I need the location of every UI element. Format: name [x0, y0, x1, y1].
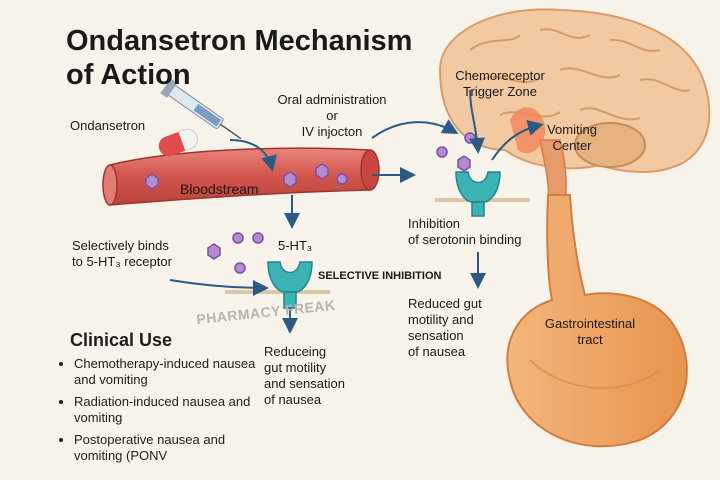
label-gi-line-2: tract	[577, 332, 603, 347]
clinical-use-item: Postoperative nausea and vomiting (PONV	[74, 432, 274, 464]
title-line-1: Ondansetron Mechanism	[66, 25, 413, 57]
label-binds-line-2: to 5-HT₃ receptor	[72, 254, 172, 269]
label-vomiting-line-2: Center	[552, 138, 592, 153]
label-administration-line-3: IV injocton	[301, 124, 363, 139]
label-reduceing-line-1: Reduceing	[264, 344, 327, 359]
flow-arrows	[169, 89, 544, 334]
label-reduced-line-4: of nausea	[408, 344, 466, 359]
clinical-use-item: Chemotherapy-induced nausea and vomiting	[74, 356, 274, 388]
label-inhibition-line-2: of serotonin binding	[408, 232, 522, 247]
label-selective-inhibition: SELECTIVE INHIBITION	[318, 270, 442, 282]
label-ondansetron: Ondansetron	[70, 118, 146, 133]
label-administration-line-2: or	[326, 108, 338, 123]
title-line-2: of Action	[66, 59, 191, 91]
label-gi-tract: Gastrointestinal tract	[530, 316, 650, 348]
label-binds-line-1: Selectively binds	[72, 238, 169, 253]
label-administration-line-1: Oral administration	[277, 92, 387, 107]
label-vomiting-line-1: Vomiting	[547, 122, 597, 137]
label-ctz: Chemoreceptor Trigger Zone	[440, 68, 560, 100]
label-reduceing-line-2: gut motility	[264, 360, 327, 375]
receptor-5ht3-gut	[225, 261, 330, 309]
label-inhibition: Inhibition of serotonin binding	[408, 216, 521, 248]
label-reduced-line-1: Reduced gut	[408, 296, 482, 311]
label-reduced-line-3: sensation	[408, 328, 464, 343]
clinical-use-title: Clinical Use	[70, 330, 173, 350]
label-ctz-line-2: Trigger Zone	[463, 84, 537, 99]
clinical-use-item: Radiation-induced nausea and vomiting	[74, 394, 274, 426]
label-reduceing-gut: Reduceing gut motility and sensation of …	[264, 344, 345, 408]
clinical-use-list: Chemotherapy-induced nausea and vomiting…	[58, 356, 274, 470]
pill-capsule	[158, 128, 199, 157]
label-5ht3: 5-HT₃	[278, 238, 313, 253]
label-reduceing-line-3: and sensation	[264, 376, 345, 391]
ondansetron-molecules	[145, 163, 329, 190]
gi-tract-illustration	[506, 194, 688, 448]
page-title: Ondansetron Mechanism of Action	[66, 24, 412, 92]
label-reduceing-line-4: of nausea	[264, 392, 322, 407]
label-vomiting-center: Vomiting Center	[532, 122, 612, 154]
label-reduced-gut: Reduced gut motility and sensation of na…	[408, 296, 482, 360]
receptor-5ht3-ctz	[435, 171, 530, 217]
label-gi-line-1: Gastrointestinal	[544, 316, 636, 331]
brain-illustration	[438, 8, 711, 201]
blood-vessel	[102, 147, 380, 206]
label-ctz-line-1: Chemoreceptor	[455, 68, 545, 83]
label-bloodstream: Bloodstream	[180, 181, 259, 197]
label-administration: Oral administration or IV injocton	[262, 92, 402, 140]
syringe	[160, 78, 242, 140]
label-reduced-line-2: motility and	[408, 312, 474, 327]
label-inhibition-line-1: Inhibition	[408, 216, 461, 231]
label-selectively-binds: Selectively binds to 5-HT₃ receptor	[72, 238, 172, 270]
